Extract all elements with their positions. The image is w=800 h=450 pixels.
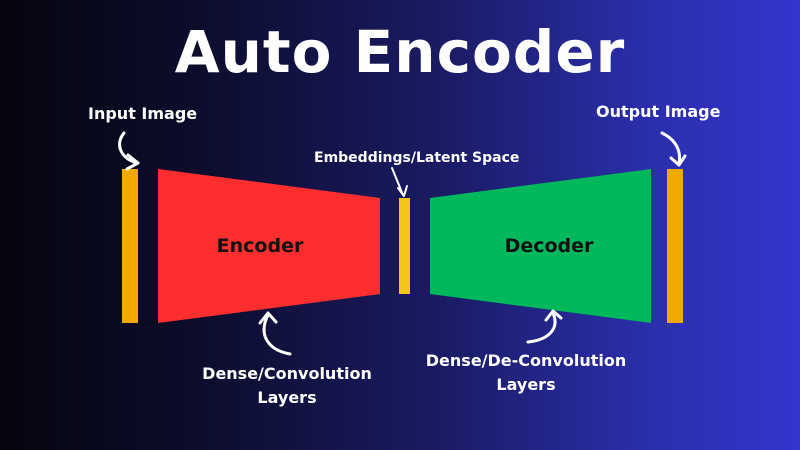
encoder-layers-line-1: Dense/Convolution <box>202 364 372 383</box>
decoder-layers-line-2: Layers <box>496 375 556 394</box>
latent-space-bar <box>399 198 410 294</box>
decoder-layers-label: Dense/De-Convolution Layers <box>421 349 631 397</box>
encoder-layers-label: Dense/Convolution Layers <box>194 362 380 410</box>
decoder-layers-arrow-icon <box>526 309 563 344</box>
encoder-layers-line-2: Layers <box>257 388 317 407</box>
input-image-bar <box>122 169 138 323</box>
latent-space-label: Embeddings/Latent Space <box>314 150 520 166</box>
encoder-block <box>158 169 380 323</box>
output-image-bar <box>667 169 683 323</box>
output-arrow-icon <box>660 131 687 167</box>
decoder-layers-line-1: Dense/De-Convolution <box>425 351 627 370</box>
output-image-label: Output Image <box>596 102 721 121</box>
input-image-label: Input Image <box>88 104 198 123</box>
decoder-block <box>430 169 651 323</box>
latent-pointer-icon <box>391 167 408 197</box>
decoder-label: Decoder <box>505 235 594 257</box>
encoder-layers-arrow-icon <box>258 311 292 356</box>
encoder-label: Encoder <box>217 235 304 257</box>
input-arrow-icon <box>118 131 140 171</box>
page-title: Auto Encoder <box>174 18 626 86</box>
